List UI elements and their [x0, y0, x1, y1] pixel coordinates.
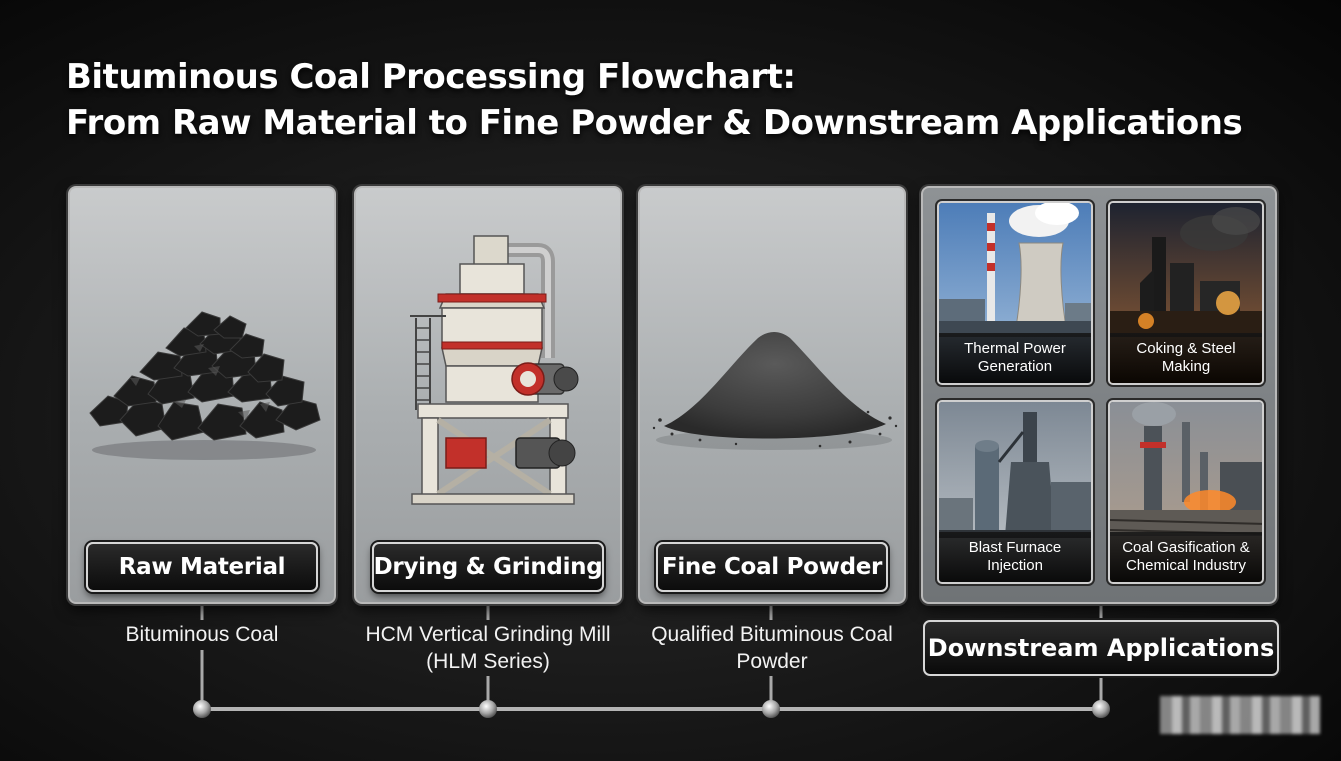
connector-node	[1092, 700, 1110, 718]
title-line-1: Bituminous Coal Processing Flowchart:	[66, 57, 796, 97]
application-tile-thermal-power: Thermal Power Generation	[937, 201, 1093, 385]
stage-card-raw-material: Raw Material	[68, 186, 336, 604]
stage-card-drying-grinding: Drying & Grinding	[354, 186, 622, 604]
page-title: Bituminous Coal Processing Flowchart: Fr…	[66, 54, 1243, 146]
stage-label: Drying & Grinding	[372, 542, 604, 592]
application-tile-coal-gasification: Coal Gasification & Chemical Industry	[1108, 400, 1264, 584]
title-line-2: From Raw Material to Fine Powder & Downs…	[66, 103, 1243, 143]
application-caption: Coking & Steel Making	[1110, 333, 1262, 383]
application-caption: Blast Furnace Injection	[939, 532, 1091, 582]
watermark	[1160, 696, 1320, 734]
connector-node	[762, 700, 780, 718]
stage-description: Bituminous Coal	[125, 623, 279, 646]
connector-node	[479, 700, 497, 718]
stage-description: Qualified Bituminous Coal Powder	[651, 623, 893, 673]
connector-node	[193, 700, 211, 718]
coal-pile-icon	[89, 311, 321, 460]
stage-label: Raw Material	[86, 542, 318, 592]
vertical-grinding-mill-icon	[410, 235, 579, 505]
stage-label: Fine Coal Powder	[656, 542, 888, 592]
applications-panel: Thermal Power Generation Coking & Steel …	[921, 186, 1277, 604]
stage-description: HCM Vertical Grinding Mill (HLM Series)	[365, 623, 611, 673]
stage-card-fine-coal-powder: Fine Coal Powder	[638, 186, 906, 604]
steel-plant-icon	[1110, 203, 1262, 383]
application-tile-coking-steel: Coking & Steel Making	[1108, 201, 1264, 385]
coal-powder-pile-icon	[652, 332, 898, 450]
applications-label: Downstream Applications	[923, 620, 1279, 676]
application-caption: Coal Gasification & Chemical Industry	[1110, 532, 1262, 582]
application-tile-blast-furnace: Blast Furnace Injection	[937, 400, 1093, 584]
application-caption: Thermal Power Generation	[939, 333, 1091, 383]
